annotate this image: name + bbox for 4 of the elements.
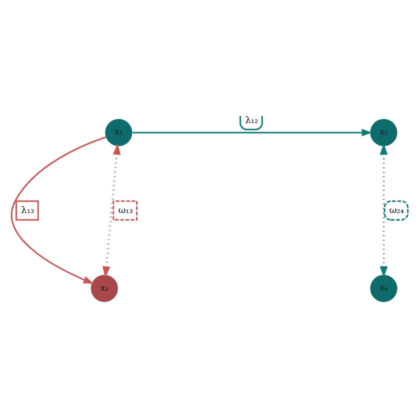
edge-label: λ₁₃ [21,206,34,216]
edge-label: λ₁₂ [245,115,258,126]
edge-label: ω₁₃ [118,206,133,216]
edge-label: ω₂₄ [389,206,404,216]
